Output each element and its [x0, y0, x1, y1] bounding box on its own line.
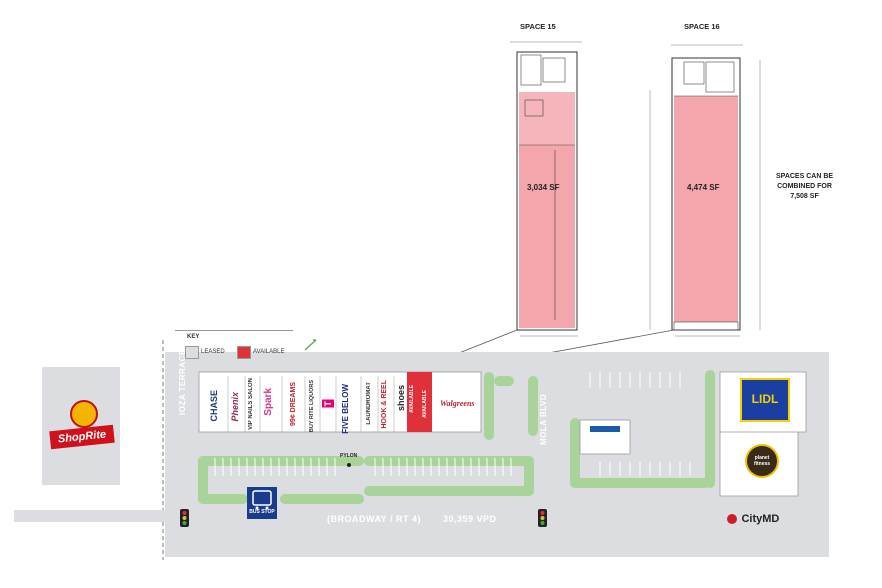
tenant-phenix: Phenix [230, 392, 240, 422]
shoprite-cart-icon [70, 400, 98, 428]
traffic-count-label: 30,359 VPD [443, 514, 497, 524]
space16-title: SPACE 16 [684, 22, 720, 31]
north-arrow-icon [304, 339, 317, 351]
citymd-label: CityMD [741, 512, 780, 525]
tenant-hook-reel: HOOK & REEL [381, 380, 388, 429]
tenant-five-below: FIVE BELOW [341, 384, 350, 434]
legend-leased-label: LEASED [201, 349, 225, 355]
tenant-buy-rite: BUY RITE LIQUORS [309, 380, 315, 433]
strip-building [198, 371, 482, 433]
space16-area: 4,474 SF [687, 183, 720, 192]
tenant-shoes: shoes [396, 385, 406, 412]
tenant-laundromat: LAUNDROMAT [366, 382, 372, 425]
legend-available-label: AVAILABLE [253, 349, 285, 355]
tenant-vip-nails: VIP NAILS SALON [248, 378, 254, 430]
available-unit-16 [419, 372, 432, 432]
pad-building [579, 419, 631, 455]
legend-key: KEY LEASED AVAILABLE [175, 330, 293, 363]
space16-floorplan [671, 57, 741, 331]
lidl-label: LIDL [751, 392, 779, 406]
space15-title: SPACE 15 [520, 22, 556, 31]
citymd-logo: CityMD [727, 510, 779, 528]
traffic-light-right [538, 509, 547, 527]
broadway-label: (BROADWAY / RT 4) [327, 514, 422, 524]
shoprite-label: ShopRite [49, 424, 115, 450]
citymd-icon [727, 513, 737, 524]
tenant-walgreens: Walgreens [440, 399, 475, 408]
tenant-tmobile: T [322, 400, 334, 408]
parking-stalls [214, 372, 691, 476]
tenant-spark: Spark [263, 388, 274, 416]
available-unit-15 [407, 372, 419, 432]
bus-stop-label: BUS STOP [249, 509, 275, 515]
combined-note-line-1: SPACES CAN BE [776, 173, 834, 180]
space15-floorplan [516, 51, 578, 331]
planet-fitness-label: planet fitness [753, 455, 771, 467]
bus-stop-sign [247, 487, 277, 519]
tenant-99-dreams: 99¢ DREAMS [290, 382, 297, 426]
dimension-lines [510, 41, 761, 337]
pylon-label: PYLON [340, 453, 358, 459]
mola-blvd-label: MOLA BLVD [539, 393, 548, 445]
lidl-logo: LIDL [740, 378, 790, 422]
unit-16-available-label: AVAILABLE [422, 390, 428, 418]
space15-area: 3,034 SF [527, 183, 560, 192]
traffic-light-left [180, 509, 189, 527]
tenant-chase: CHASE [209, 390, 219, 422]
legend-title: KEY [187, 334, 200, 340]
pylon-marker [347, 463, 351, 467]
planet-fitness-logo: planet fitness [745, 444, 779, 478]
unit-15-available-label: AVAILABLE [409, 385, 415, 413]
ioza-terrace-label: IOZA TERRACE [178, 349, 187, 415]
combined-note: SPACES CAN BE COMBINED FOR 7,508 SF [776, 172, 833, 202]
legend-available-swatch [237, 346, 251, 359]
legend-leased-swatch [185, 346, 199, 359]
combined-note-line-2: COMBINED FOR [777, 183, 832, 190]
road-segment [14, 510, 166, 522]
combined-note-line-3: 7,508 SF [790, 193, 819, 200]
shoprite-logo: ShopRite [49, 400, 115, 460]
